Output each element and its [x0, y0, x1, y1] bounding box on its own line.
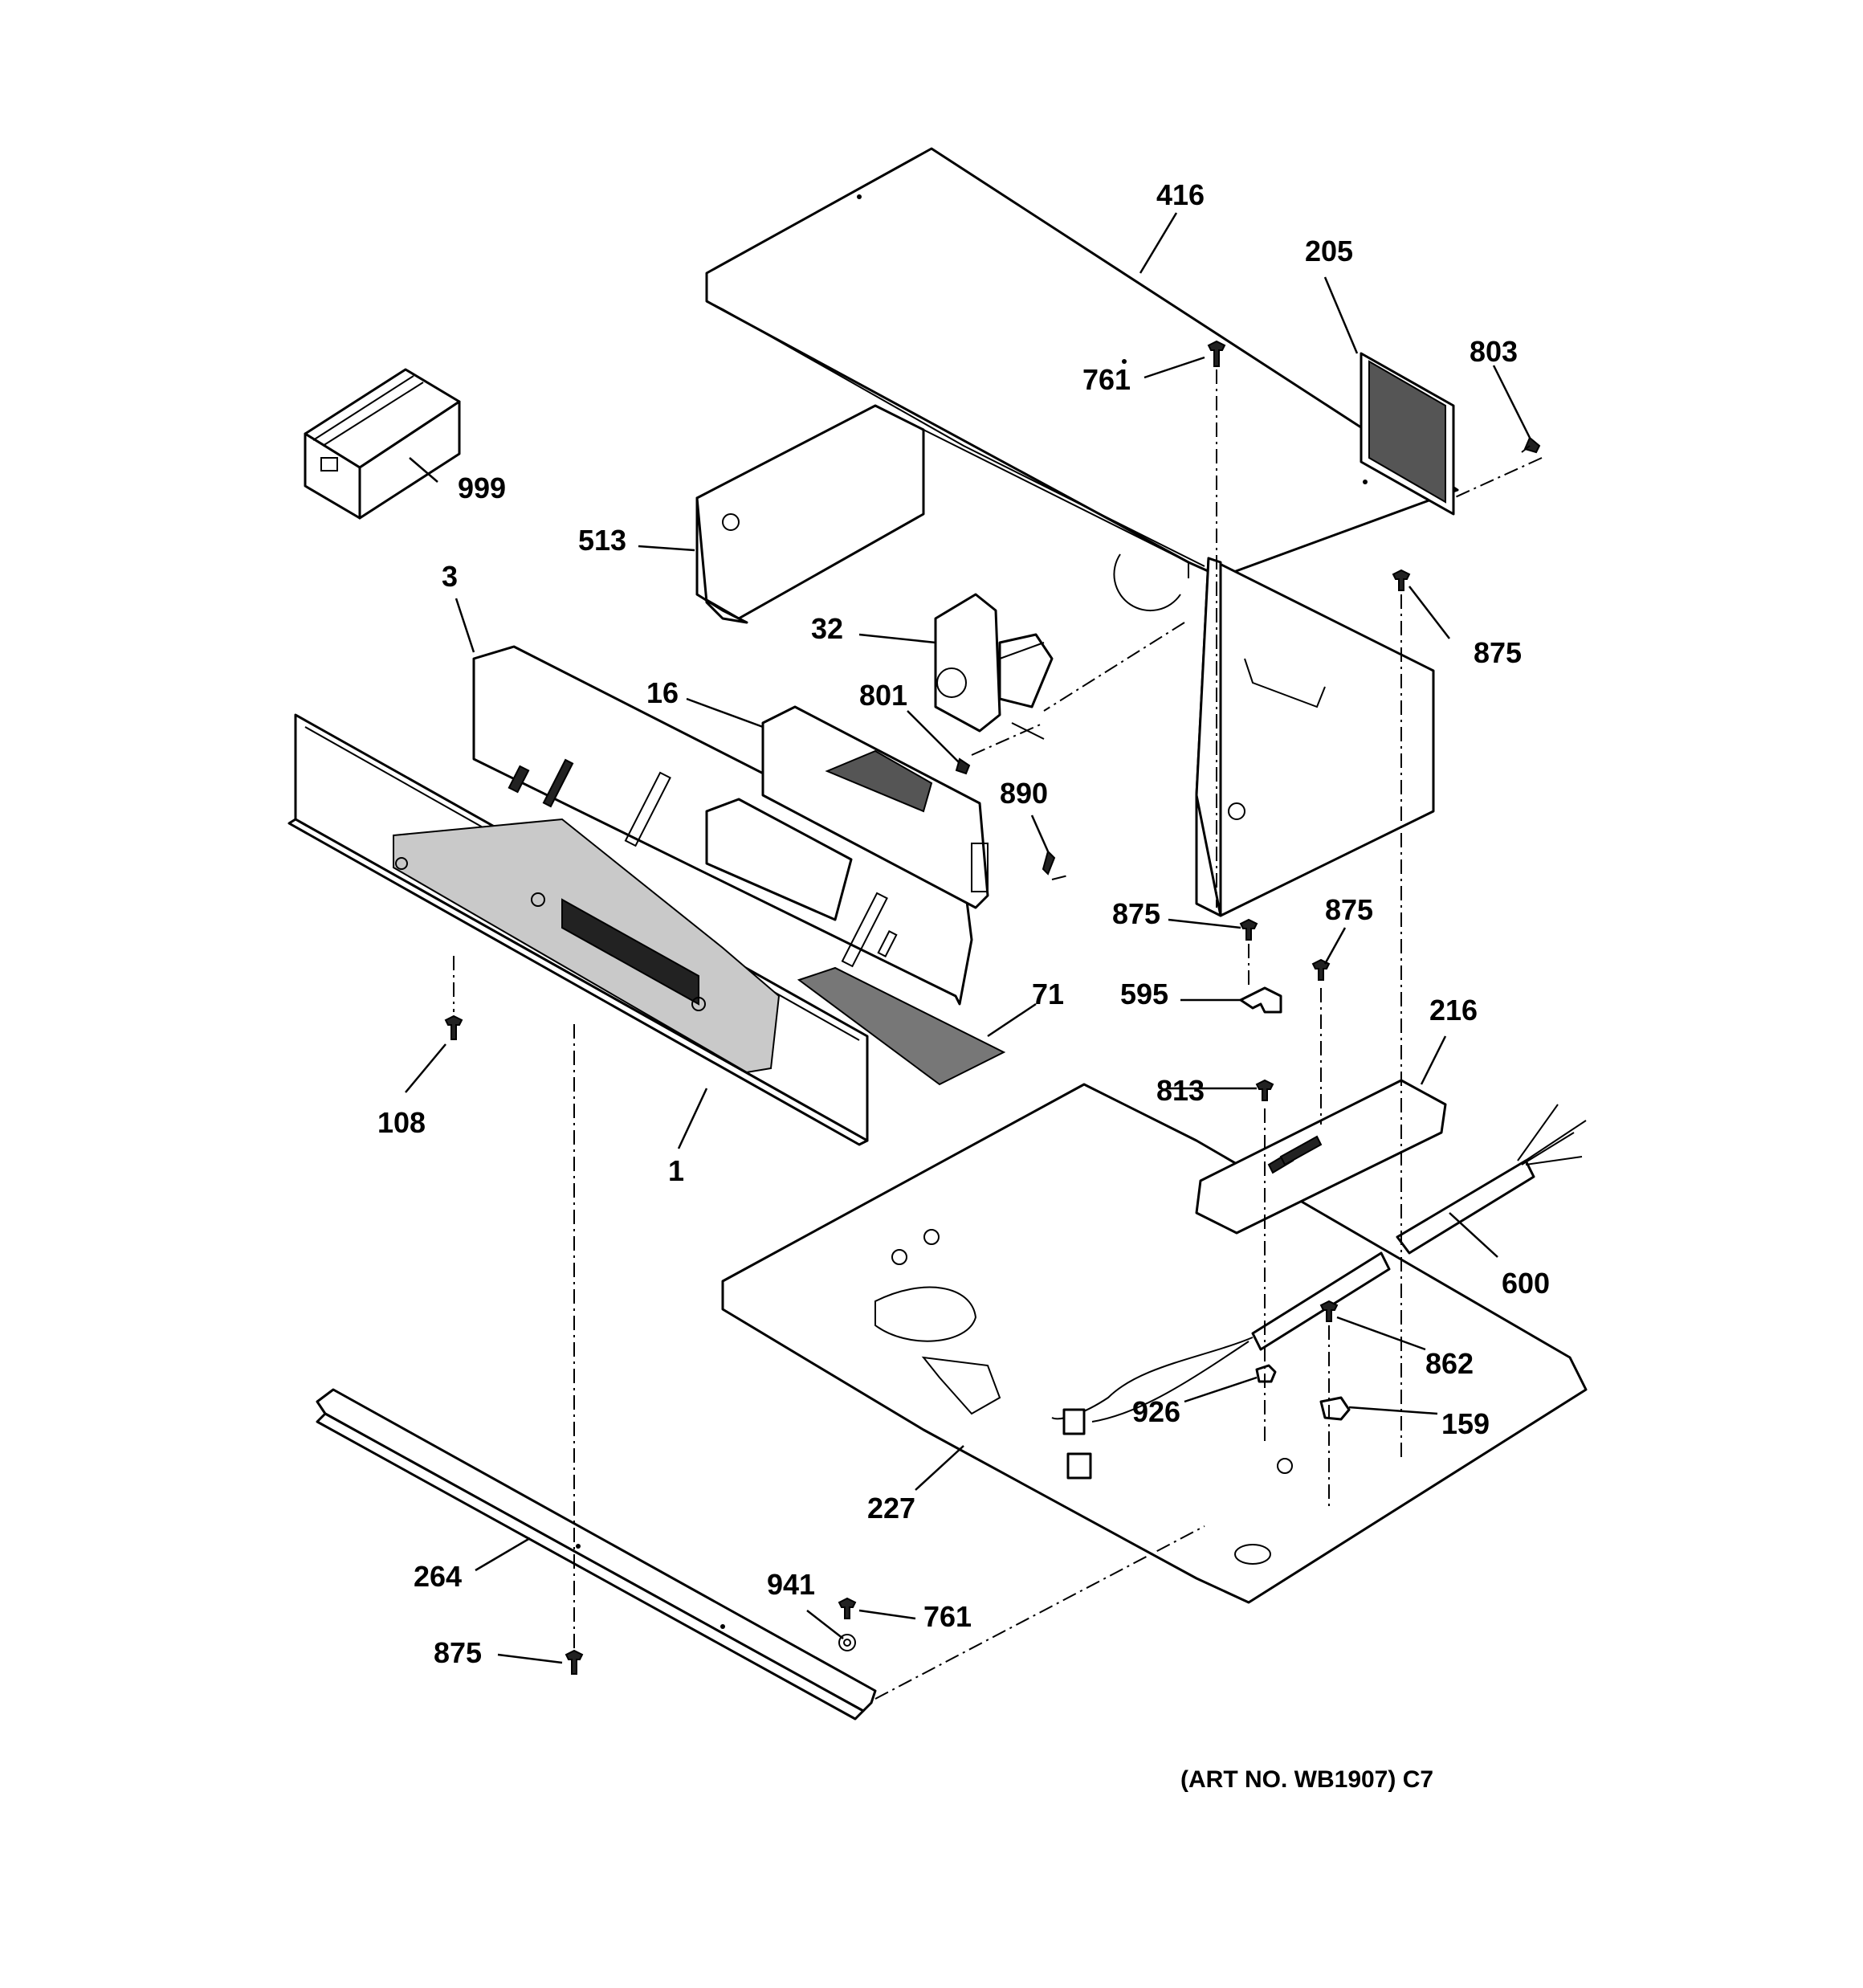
- wire-harness-part: [1051, 1104, 1587, 1480]
- label-813: 813: [1156, 1074, 1205, 1107]
- part-labels: 416 205 803 761 999 513 3 32 875 16 801 …: [377, 178, 1550, 1669]
- label-875-mid-left: 875: [1112, 897, 1160, 930]
- label-216: 216: [1429, 994, 1478, 1027]
- screw-875-bottom: [565, 1649, 584, 1675]
- label-761-bottom: 761: [923, 1600, 972, 1633]
- clamp-595: [1239, 986, 1282, 1014]
- assembly-lines: [453, 369, 1543, 1700]
- thermostat-159: [1319, 1396, 1351, 1421]
- label-875-mid-right: 875: [1325, 893, 1373, 926]
- bottom-trim-part: [316, 1388, 877, 1721]
- label-264: 264: [414, 1560, 462, 1593]
- literature-box-part: [304, 368, 461, 520]
- leader-lines: [405, 212, 1531, 1664]
- label-761-top: 761: [1082, 363, 1131, 396]
- label-71: 71: [1032, 978, 1064, 1010]
- label-416: 416: [1156, 178, 1205, 211]
- label-1: 1: [668, 1154, 684, 1187]
- screw-803: [1521, 436, 1541, 454]
- electronic-control-part: [761, 705, 989, 909]
- label-227: 227: [867, 1492, 915, 1525]
- screw-761-bottom: [838, 1597, 857, 1619]
- screw-875-mid-left: [1239, 918, 1258, 941]
- label-595: 595: [1120, 978, 1168, 1010]
- label-941: 941: [767, 1568, 815, 1601]
- front-control-panel-part: [287, 713, 869, 1146]
- bottom-base-part: [721, 1083, 1588, 1604]
- label-108: 108: [377, 1106, 426, 1139]
- washer-941: [838, 1634, 856, 1651]
- label-875-bottom: 875: [434, 1636, 482, 1669]
- screw-761-top: [1207, 340, 1226, 367]
- fan-motor-part: [934, 593, 1054, 740]
- label-159: 159: [1441, 1407, 1490, 1440]
- label-600: 600: [1502, 1267, 1550, 1300]
- label-513: 513: [578, 524, 626, 557]
- label-890: 890: [1000, 777, 1048, 810]
- insulation-sheet-part: [797, 966, 1006, 1086]
- oven-wrapper-frame-part: [1113, 553, 1435, 917]
- label-875-right: 875: [1474, 636, 1522, 669]
- art-number: (ART NO. WB1907) C7: [1180, 1766, 1433, 1793]
- label-32: 32: [811, 612, 843, 645]
- screw-813: [1255, 1079, 1274, 1101]
- vent-grille-part: [1360, 352, 1455, 516]
- control-backer-part: [472, 645, 973, 1006]
- label-3: 3: [442, 560, 458, 593]
- label-926: 926: [1132, 1395, 1180, 1428]
- label-999: 999: [458, 471, 506, 504]
- screw-108: [444, 1014, 463, 1040]
- clip-926: [1255, 1364, 1277, 1383]
- left-side-panel-part: [695, 404, 1189, 624]
- screw-862: [1319, 1300, 1339, 1322]
- label-16: 16: [646, 676, 679, 709]
- label-862: 862: [1425, 1347, 1474, 1380]
- label-801: 801: [859, 679, 907, 712]
- label-205: 205: [1305, 235, 1353, 267]
- screw-890: [1042, 850, 1056, 876]
- screw-875-right: [1392, 569, 1411, 591]
- label-803: 803: [1470, 335, 1518, 368]
